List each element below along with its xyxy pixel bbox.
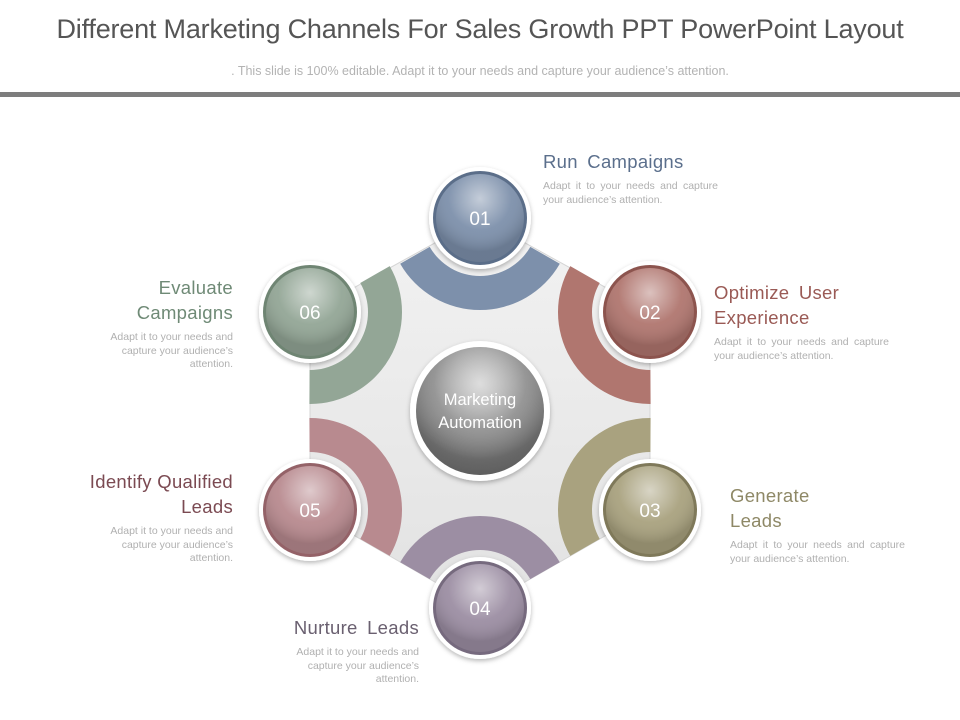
- arc-segment-03: [558, 418, 651, 556]
- step-number: 03: [639, 501, 660, 522]
- step-node-05: 05: [259, 459, 361, 561]
- step-description: Adapt it to your needs and capture your …: [714, 336, 889, 362]
- step-node-02: 02: [599, 261, 701, 363]
- step-number: 02: [639, 303, 660, 324]
- node-gloss: [606, 466, 694, 554]
- step-title: Optimize User Experience: [714, 282, 840, 328]
- node-gloss: [436, 174, 524, 262]
- step-label-06: Evaluate Campaigns Adapt it to your need…: [58, 275, 233, 372]
- step-label-02: Optimize User Experience Adapt it to you…: [714, 280, 889, 363]
- slide-subtitle: . This slide is 100% editable. Adapt it …: [231, 64, 729, 78]
- step-description: Adapt it to your needs and capture your …: [110, 525, 233, 564]
- slide-title: Different Marketing Channels For Sales G…: [56, 14, 904, 44]
- step-node-03: 03: [599, 459, 701, 561]
- arc-segment-02: [558, 266, 651, 404]
- arc-segment-04: [400, 516, 560, 580]
- step-node-04: 04: [429, 557, 531, 659]
- step-description: Adapt it to your needs and capture your …: [110, 331, 233, 370]
- step-title: Evaluate Campaigns: [136, 277, 233, 323]
- step-label-01: Run Campaigns Adapt it to your needs and…: [543, 149, 718, 207]
- step-title: Identify Qualified Leads: [89, 471, 233, 517]
- step-title: Generate Leads: [730, 485, 810, 531]
- arc-segment-01: [400, 246, 560, 311]
- title-divider: [0, 92, 960, 97]
- step-label-04: Nurture Leads Adapt it to your needs and…: [244, 615, 419, 687]
- step-number: 01: [469, 209, 490, 230]
- step-title: Run Campaigns: [543, 151, 684, 172]
- node-gloss: [266, 268, 354, 356]
- step-label-05: Identify Qualified Leads Adapt it to you…: [58, 469, 233, 566]
- step-number: 04: [469, 599, 491, 620]
- step-number: 06: [299, 303, 320, 324]
- step-node-01: 01: [429, 167, 531, 269]
- node-gloss: [266, 466, 354, 554]
- step-description: Adapt it to your needs and capture your …: [730, 539, 905, 565]
- step-label-03: Generate Leads Adapt it to your needs an…: [730, 483, 905, 566]
- center-label-line1: Marketing: [444, 391, 516, 409]
- arc-segment-06: [309, 266, 403, 404]
- arc-segment-05: [309, 418, 403, 556]
- step-title: Nurture Leads: [293, 617, 419, 638]
- step-description: Adapt it to your needs and capture your …: [296, 646, 419, 685]
- node-gloss: [436, 564, 524, 652]
- node-gloss: [606, 268, 694, 356]
- center-label-line2: Automation: [438, 414, 521, 432]
- step-node-06: 06: [259, 261, 361, 363]
- step-number: 05: [299, 501, 320, 522]
- center-hub: Marketing Automation: [410, 341, 550, 481]
- step-description: Adapt it to your needs and capture your …: [543, 180, 718, 206]
